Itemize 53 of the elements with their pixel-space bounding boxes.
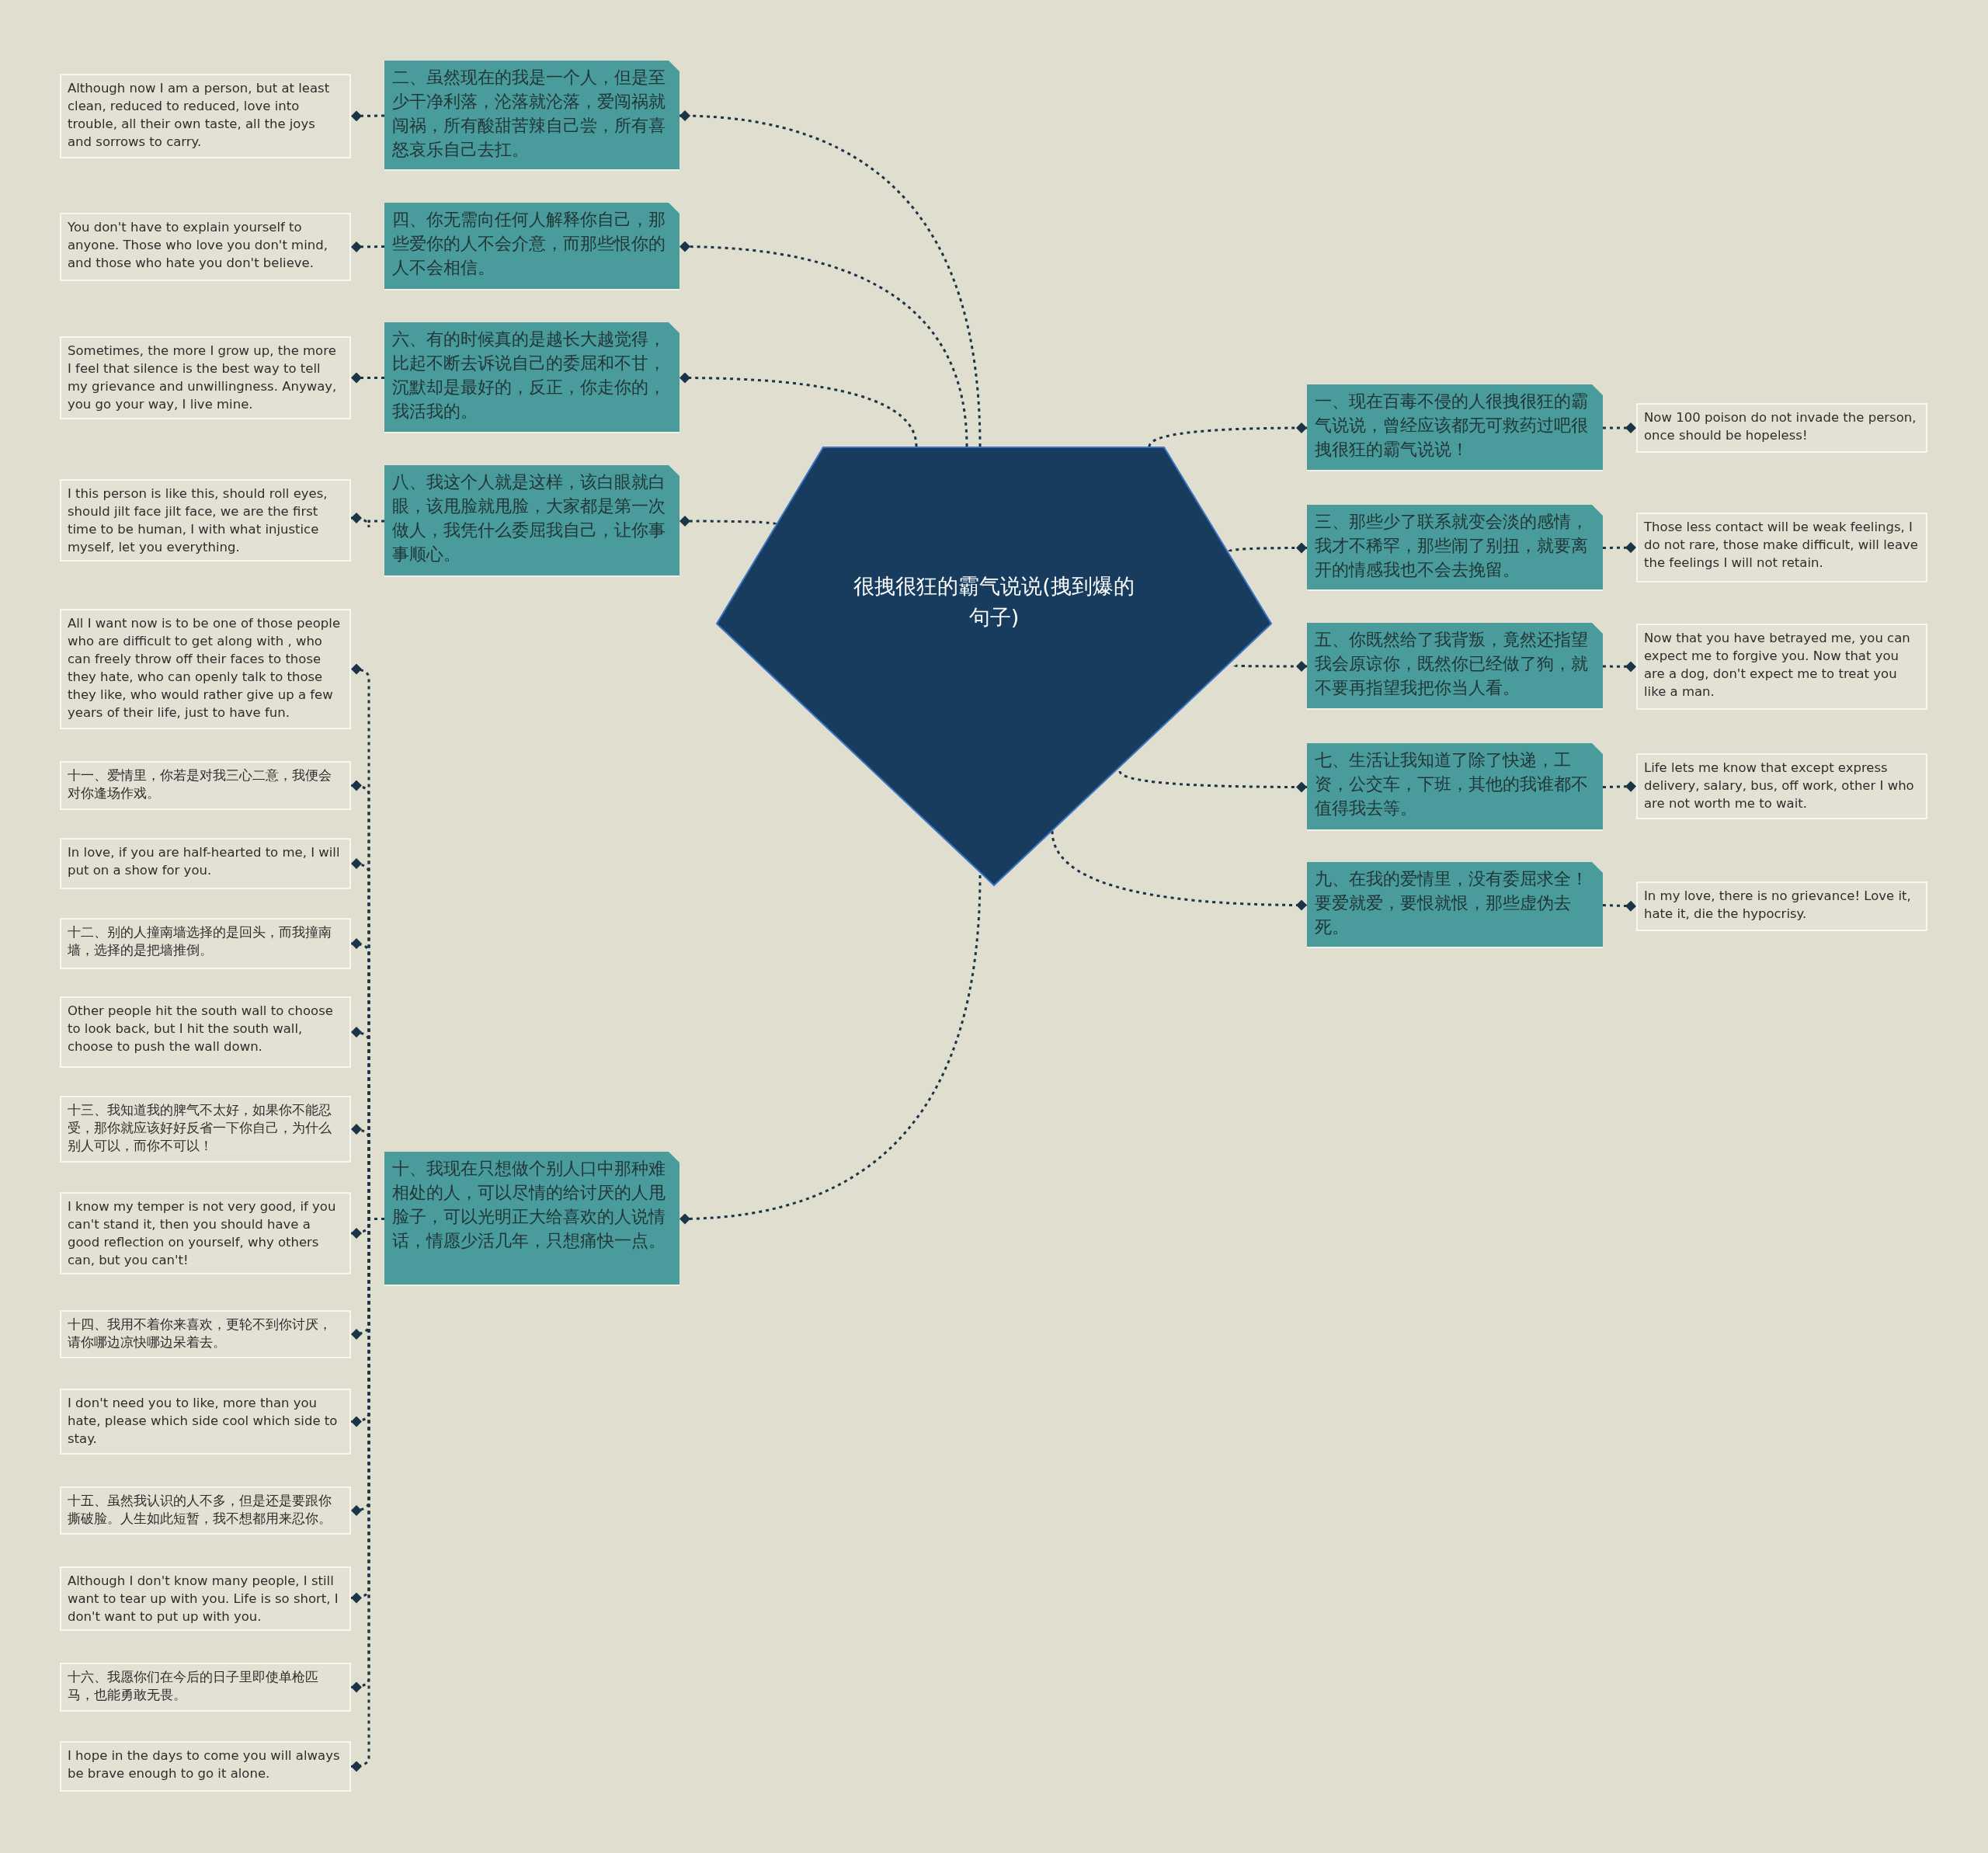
dotted-connector [679, 516, 777, 527]
dotted-connector [1602, 780, 1637, 792]
note-card: 十四、我用不着你来喜欢，更轮不到你讨厌，请你哪边凉快哪边呆着去。 [60, 1310, 351, 1358]
note-card: Although now I am a person, but at least clean, reduced to reduced, love into trouble, all their own taste, all the joys and sorrows to carry. [60, 74, 351, 158]
branch-card: 三、那些少了联系就变会淡的感情，我才不稀罕，那些闹了别扭，就要离开的情感我也不会去挽留。 [1307, 505, 1603, 591]
dotted-connector [679, 874, 982, 1225]
topic-title: 很拽很狂的霸气说说(拽到爆的句子) [853, 573, 1135, 631]
note-card: Those less contact will be weak feelings, I do not rare, those make difficult, will leave the feelings I will not retain. [1636, 513, 1927, 582]
note-card: Now that you have betrayed me, you can expect me to forgive you. Now that you are a dog, don't expect me to treat you like a man. [1636, 624, 1927, 710]
dotted-connector [1118, 770, 1307, 793]
note-card: All I want now is to be one of those people who are difficult to get along with , who can freely throw off their faces to those they hate, who can openly talk to those they like, who would rather give up a few years of their life, just to have fun. [60, 609, 351, 729]
dotted-connector [1602, 900, 1637, 912]
dotted-connector [1051, 830, 1307, 911]
dotted-connector [1229, 542, 1307, 554]
note-card: Sometimes, the more I grow up, the more I feel that silence is the best way to tell my grievance and unwillingness. Anyway, you go your way, I live mine. [60, 336, 351, 419]
note-card: 十五、虽然我认识的人不多，但是还是要跟你撕破脸。人生如此短暂，我不想都用来忍你。 [60, 1486, 351, 1535]
note-card: 十二、别的人撞南墙选择的是回头，而我撞南墙，选择的是把墙推倒。 [60, 918, 351, 969]
branch-card: 七、生活让我知道了除了快递，工资，公交车，下班，其他的我谁都不值得我去等。 [1307, 743, 1603, 831]
dotted-connector [351, 110, 384, 122]
dotted-connector [350, 513, 384, 529]
branch-card: 五、你既然给了我背叛，竟然还指望我会原谅你，既然你已经做了狗，就不要再指望我把你当人看。 [1307, 623, 1603, 710]
note-card: 十三、我知道我的脾气不太好，如果你不能忍受，那你就应该好好反省一下你自己，为什么别人可以，而你不可以！ [60, 1096, 351, 1163]
note-card: You don't have to explain yourself to anyone. Those who love you don't mind, and those who hate you don't believe. [60, 213, 351, 281]
note-card: 十一、爱情里，你若是对我三心二意，我便会对你逢场作戏。 [60, 761, 351, 810]
note-card: Life lets me know that except express delivery, salary, bus, off work, other I who are not worth me to wait. [1636, 753, 1927, 819]
note-card: Now 100 poison do not invade the person, once should be hopeless! [1636, 403, 1927, 453]
branch-card: 八、我这个人就是这样，该白眼就白眼，该甩脸就甩脸，大家都是第一次做人，我凭什么委屈我自己，让你事事顺心。 [384, 465, 679, 577]
note-card: 十六、我愿你们在今后的日子里即使单枪匹马，也能勇敢无畏。 [60, 1663, 351, 1712]
branch-card: 一、现在百毒不侵的人很拽很狂的霸气说说，曾经应该都无可救药过吧很拽很狂的霸气说说！ [1307, 384, 1603, 471]
note-card: I this person is like this, should roll eyes, should jilt face jilt face, we are the first time to be human, I with what injustice myself, let you everything. [60, 479, 351, 561]
note-card: Although I don't know many people, I still want to tear up with you. Life is so short, I don't want to put up with you. [60, 1566, 351, 1631]
dotted-connector [679, 372, 918, 447]
dotted-connector [679, 241, 968, 447]
note-card: I know my temper is not very good, if you can't stand it, then you should have a good reflection on yourself, why others can, but you can't! [60, 1192, 351, 1274]
dotted-connector [1603, 661, 1636, 673]
dotted-connector [1148, 422, 1307, 447]
note-card: I don't need you to like, more than you hate, please which side cool which side to stay. [60, 1389, 351, 1455]
dotted-connector [351, 241, 384, 252]
branch-card: 六、有的时候真的是越长大越觉得，比起不断去诉说自己的委屈和不甘，沉默却是最好的，反正，你走你的，我活我的。 [384, 322, 679, 433]
note-card: In love, if you are half-hearted to me, I will put on a show for you. [60, 838, 351, 889]
dotted-connector [1603, 542, 1636, 554]
dotted-connector [1234, 661, 1307, 672]
dotted-connector [1603, 422, 1636, 433]
dotted-connector [351, 372, 384, 384]
note-card: I hope in the days to come you will always be brave enough to go it alone. [60, 1741, 351, 1792]
dotted-connector [679, 110, 982, 447]
branch-card: 九、在我的爱情里，没有委屈求全！要爱就爱，要恨就恨，那些虚伪去死。 [1307, 862, 1603, 948]
branch-card: 十、我现在只想做个别人口中那种难相处的人，可以尽情的给讨厌的人甩脸子，可以光明正大给喜欢的人说情话，情愿少活几年，只想痛快一点。 [384, 1152, 679, 1286]
note-card: Other people hit the south wall to choose to look back, but I hit the south wall, choose to push the wall down. [60, 996, 351, 1068]
branch-card: 四、你无需向任何人解释你自己，那些爱你的人不会介意，而那些恨你的人不会相信。 [384, 203, 679, 290]
note-card: In my love, there is no grievance! Love it, hate it, die the hypocrisy. [1636, 881, 1927, 931]
central-topic-pentagon [716, 447, 1272, 886]
branch-card: 二、虽然现在的我是一个人，但是至少干净利落，沦落就沦落，爱闯祸就闯祸，所有酸甜苦辣自己尝，所有喜怒哀乐自己去扛。 [384, 61, 679, 171]
